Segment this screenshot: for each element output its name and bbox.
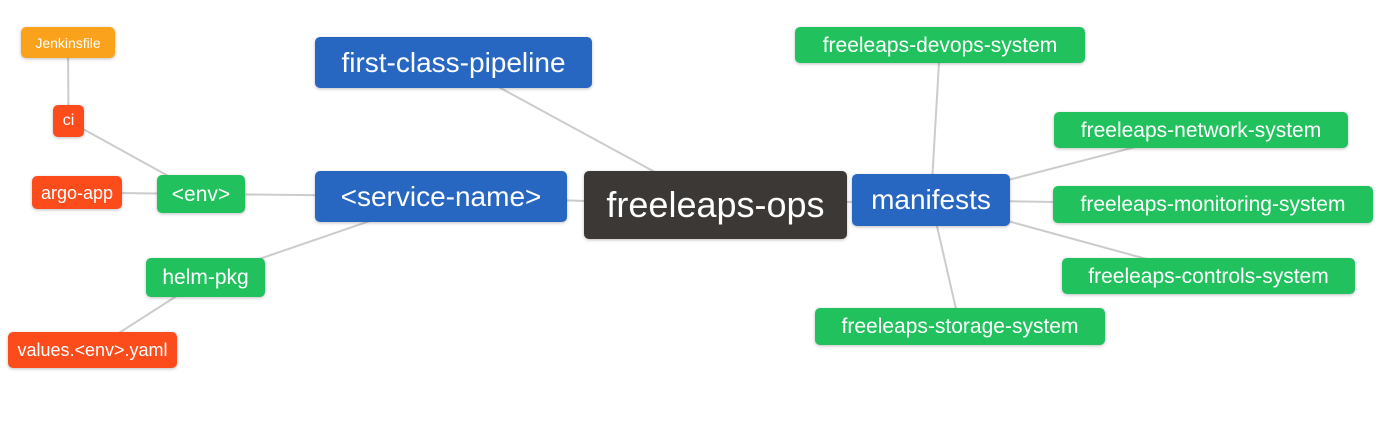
node-network-system[interactable]: freeleaps-network-system xyxy=(1054,112,1348,148)
node-argo-app[interactable]: argo-app xyxy=(32,176,122,209)
node-storage-system[interactable]: freeleaps-storage-system xyxy=(815,308,1105,345)
node-controls-system[interactable]: freeleaps-controls-system xyxy=(1062,258,1355,294)
node-manifests[interactable]: manifests xyxy=(852,174,1010,226)
node-service-name[interactable]: <service-name> xyxy=(315,171,567,222)
node-monitoring-system[interactable]: freeleaps-monitoring-system xyxy=(1053,186,1373,223)
node-freeleaps-ops[interactable]: freeleaps-ops xyxy=(584,171,847,239)
node-jenkinsfile[interactable]: Jenkinsfile xyxy=(21,27,115,58)
node-env[interactable]: <env> xyxy=(157,175,245,213)
node-helm-pkg[interactable]: helm-pkg xyxy=(146,258,265,297)
node-ci[interactable]: ci xyxy=(53,105,84,137)
node-devops-system[interactable]: freeleaps-devops-system xyxy=(795,27,1085,63)
node-first-class-pipeline[interactable]: first-class-pipeline xyxy=(315,37,592,88)
node-values-env-yaml[interactable]: values.<env>.yaml xyxy=(8,332,177,368)
